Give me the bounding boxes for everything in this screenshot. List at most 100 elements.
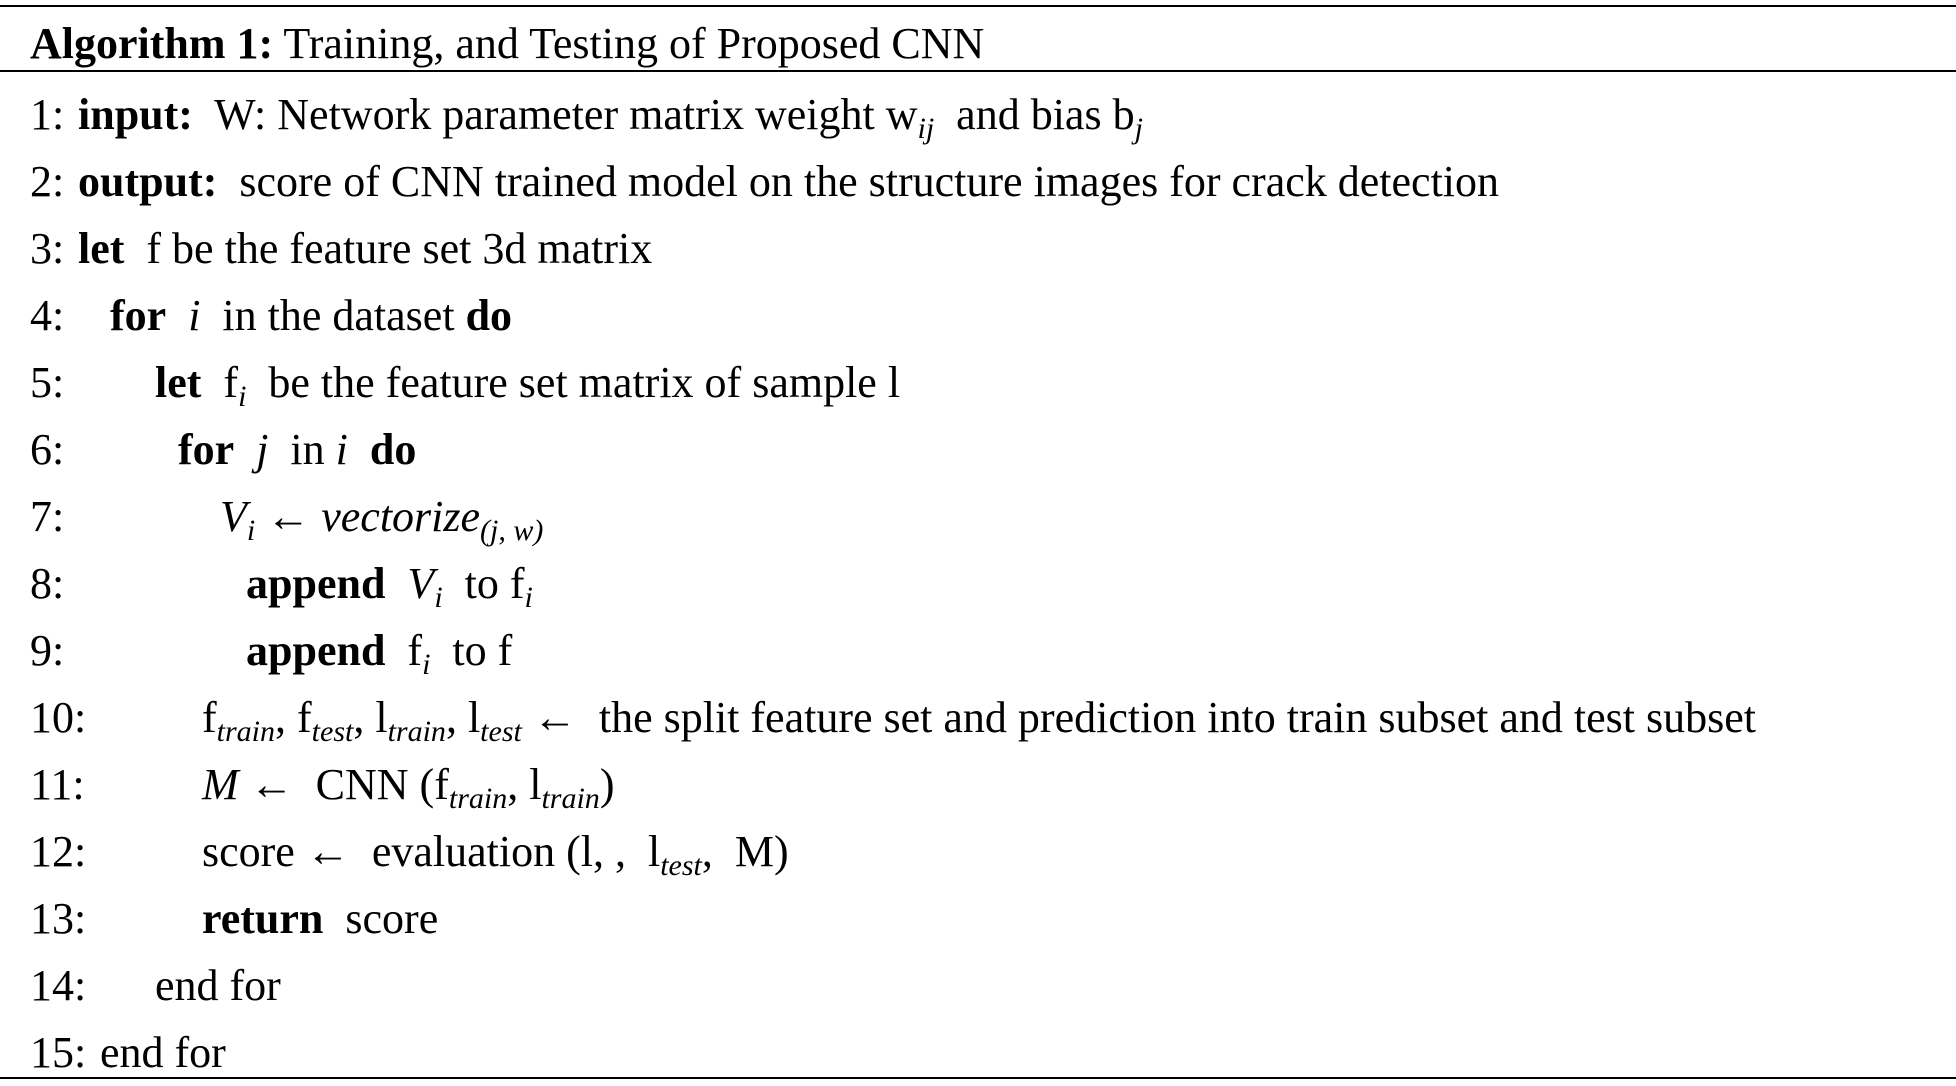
algorithm-line: 9:append fi to f bbox=[30, 617, 1930, 684]
code-text bbox=[234, 425, 256, 474]
keyword: output: bbox=[78, 157, 218, 206]
line-code: end for bbox=[155, 952, 281, 1019]
line-number: 4: bbox=[30, 291, 65, 340]
subscript: i bbox=[246, 514, 256, 547]
algorithm-line: 14:end for bbox=[30, 952, 1930, 1019]
keyword: do bbox=[369, 425, 417, 474]
code-text: , l bbox=[507, 760, 542, 809]
subscript: (j, w) bbox=[480, 514, 544, 547]
keyword: for bbox=[110, 291, 167, 340]
subscript: i bbox=[434, 581, 443, 614]
algorithm-label: Algorithm 1: bbox=[30, 19, 274, 68]
line-number: 15: bbox=[30, 1028, 87, 1077]
code-text: score of CNN trained model on the struct… bbox=[217, 157, 1500, 206]
line-code: return score bbox=[202, 885, 438, 952]
code-text: in the dataset bbox=[200, 291, 466, 340]
algorithm-line: 13: return score bbox=[30, 885, 1930, 952]
code-text: i bbox=[188, 291, 201, 340]
keyword: input: bbox=[78, 90, 193, 139]
subscript: i bbox=[238, 380, 247, 413]
algorithm-line: 4: for i in the dataset do bbox=[30, 282, 1930, 349]
keyword: return bbox=[202, 894, 324, 943]
code-text: f be the feature set 3d matrix bbox=[124, 224, 653, 273]
keyword: do bbox=[465, 291, 513, 340]
line-code: append Vi to fi bbox=[246, 550, 533, 617]
line-code: let fi be the feature set matrix of samp… bbox=[155, 349, 900, 416]
algorithm-line: 1:input: W: Network parameter matrix wei… bbox=[30, 81, 1930, 148]
code-text: in bbox=[268, 425, 336, 474]
keyword: let bbox=[155, 358, 202, 407]
code-text: ← bbox=[255, 492, 322, 541]
algorithm-line: 10:ftrain, ftest, ltrain, ltest ← the sp… bbox=[30, 684, 1930, 751]
line-code: append fi to f bbox=[246, 617, 512, 684]
line-number: 5: bbox=[30, 358, 65, 407]
code-text: f bbox=[385, 626, 423, 675]
keyword: for bbox=[178, 425, 235, 474]
code-text bbox=[348, 425, 370, 474]
code-text: j bbox=[256, 425, 269, 474]
algorithm-line: 3: let f be the feature set 3d matrix bbox=[30, 215, 1930, 282]
subscript: test bbox=[480, 715, 522, 748]
algorithm-line: 2: output: score of CNN trained model on … bbox=[30, 148, 1930, 215]
line-number: 3: bbox=[30, 224, 65, 273]
line-code: let f be the feature set 3d matrix bbox=[78, 215, 652, 282]
code-text: W: Network parameter matrix weight w bbox=[192, 90, 918, 139]
code-text: f bbox=[202, 693, 217, 742]
keyword: let bbox=[78, 224, 125, 273]
code-text: ) bbox=[599, 760, 615, 809]
algorithm-line: 11:M ← CNN (ftrain, ltrain) bbox=[30, 751, 1930, 818]
bottom-rule bbox=[0, 1077, 1956, 1079]
code-text: to f bbox=[442, 559, 525, 608]
algorithm-caption: Algorithm 1: Training, and Testing of Pr… bbox=[30, 10, 984, 77]
algorithm-line: 12: score ← evaluation (l, , ltest, M) bbox=[30, 818, 1930, 885]
algorithm-line: 15: end for bbox=[30, 1019, 1930, 1086]
code-text: V bbox=[220, 492, 247, 541]
code-text: score bbox=[323, 894, 439, 943]
line-number: 7: bbox=[30, 492, 65, 541]
algorithm-line: 6: for j in i do bbox=[30, 416, 1930, 483]
keyword: append bbox=[246, 626, 386, 675]
code-text: , M) bbox=[701, 827, 789, 876]
line-number: 12: bbox=[30, 827, 87, 876]
code-text: f bbox=[201, 358, 239, 407]
code-text: end for bbox=[100, 1028, 226, 1077]
subscript: train bbox=[216, 715, 276, 748]
line-number: 13: bbox=[30, 894, 87, 943]
line-code: for i in the dataset do bbox=[110, 282, 512, 349]
code-text: , l bbox=[353, 693, 388, 742]
code-text: and bias b bbox=[934, 90, 1135, 139]
code-text: V bbox=[407, 559, 435, 608]
line-number: 2: bbox=[30, 157, 65, 206]
subscript: j bbox=[1134, 112, 1143, 145]
subscript: i bbox=[524, 581, 533, 614]
code-text: , f bbox=[275, 693, 312, 742]
subscript: train bbox=[448, 782, 508, 815]
subscript: ij bbox=[917, 112, 935, 145]
line-code: Vi ← vectorize(j, w) bbox=[220, 483, 543, 550]
subscript: test bbox=[311, 715, 354, 748]
code-text: , l bbox=[445, 693, 481, 742]
code-text: end for bbox=[155, 961, 281, 1010]
code-text: ← the split feature set and prediction i… bbox=[521, 693, 1757, 742]
code-text: M bbox=[202, 760, 239, 809]
caption-rule bbox=[0, 70, 1956, 72]
line-number: 6: bbox=[30, 425, 65, 474]
top-rule bbox=[0, 5, 1956, 7]
algorithm-line: 7: Vi ← vectorize(j, w) bbox=[30, 483, 1930, 550]
line-code: ftrain, ftest, ltrain, ltest ← the split… bbox=[202, 684, 1756, 751]
code-text: score ← evaluation (l, , l bbox=[202, 827, 661, 876]
line-number: 10: bbox=[30, 693, 87, 742]
code-text: i bbox=[335, 425, 348, 474]
code-text: be the feature set matrix of sample l bbox=[246, 358, 901, 407]
algorithm-line: 8:append Vi to fi bbox=[30, 550, 1930, 617]
line-code: score ← evaluation (l, , ltest, M) bbox=[202, 818, 789, 885]
algorithm-title: Training, and Testing of Proposed CNN bbox=[273, 19, 985, 68]
keyword: append bbox=[246, 559, 386, 608]
line-code: end for bbox=[100, 1019, 226, 1086]
code-text bbox=[166, 291, 188, 340]
algorithm-line: 5: let fi be the feature set matrix of sa… bbox=[30, 349, 1930, 416]
code-text: to f bbox=[430, 626, 513, 675]
code-text: vectorize bbox=[321, 492, 481, 541]
line-code: M ← CNN (ftrain, ltrain) bbox=[202, 751, 614, 818]
line-code: input: W: Network parameter matrix weigh… bbox=[78, 81, 1143, 148]
